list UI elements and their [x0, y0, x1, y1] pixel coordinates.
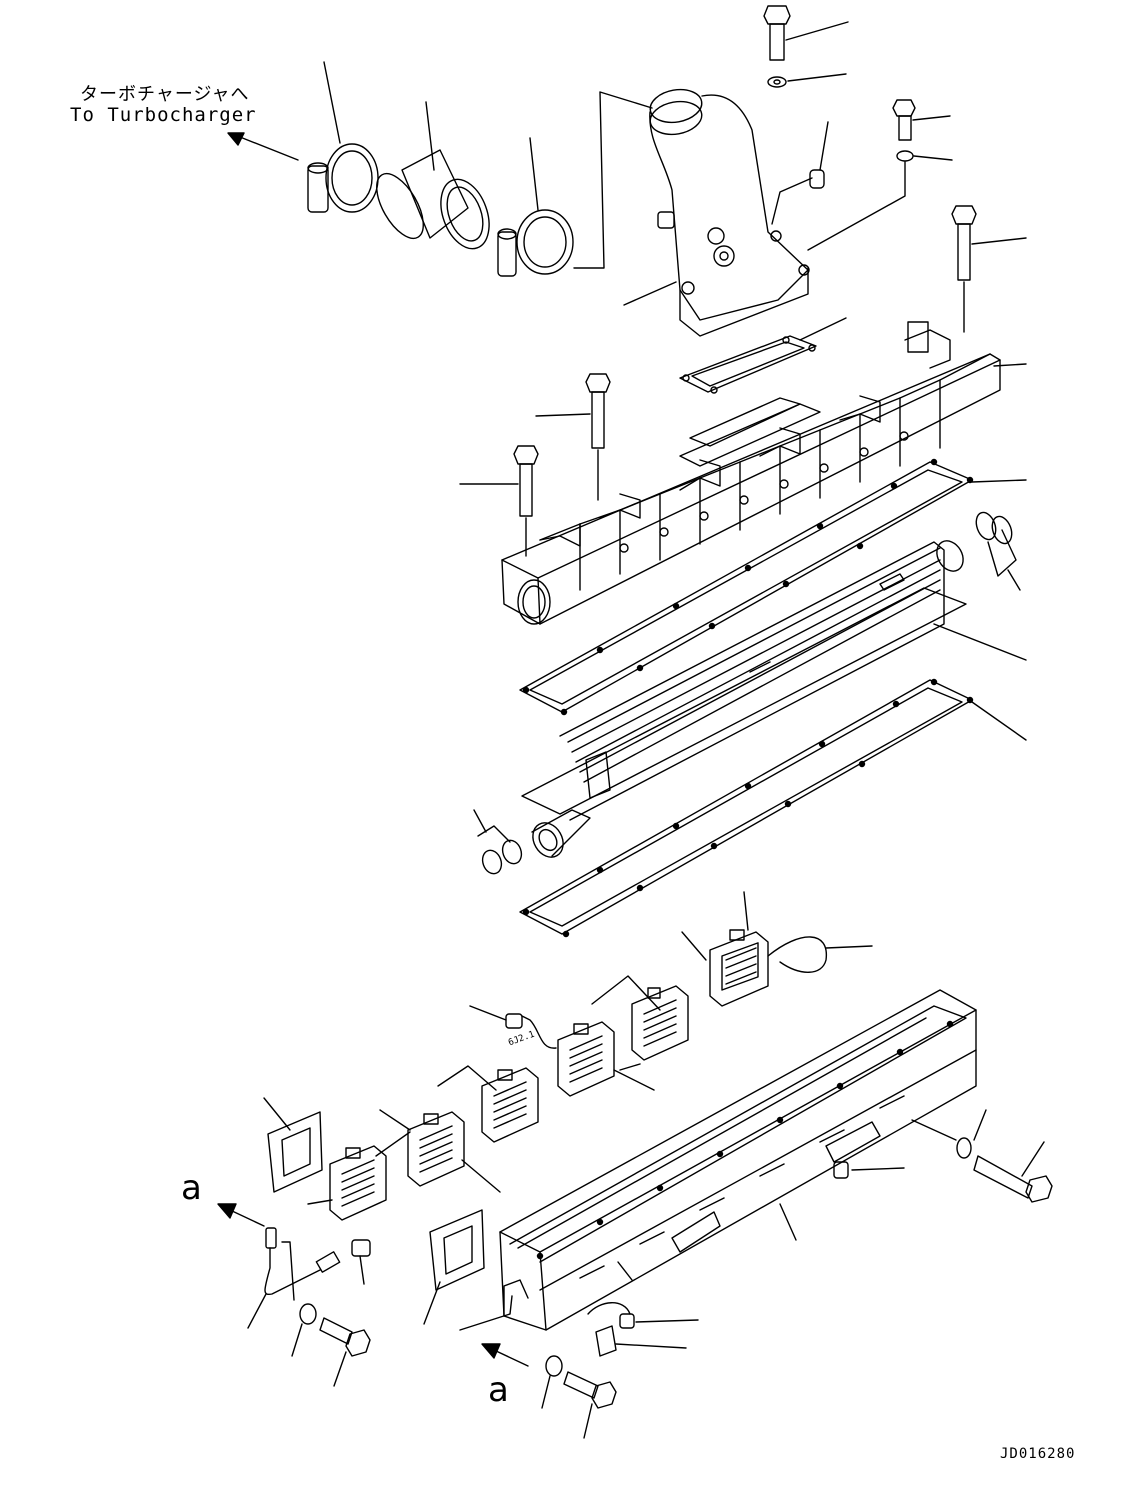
connector-hose — [367, 102, 498, 255]
heater-element-3 — [470, 1006, 654, 1096]
heater-element-6 — [308, 1132, 410, 1220]
turbo-direction-arrow — [228, 133, 298, 160]
hose-clamp-left — [308, 62, 378, 212]
plug-right-lower — [834, 1162, 904, 1178]
intake-elbow-connector — [624, 86, 809, 336]
turbocharger-callout-english: To Turbocharger — [70, 104, 257, 126]
heater-gasket-right — [424, 1210, 484, 1324]
heater-element-2 — [592, 976, 688, 1060]
turbocharger-callout-japanese: ターボチャージャへ — [80, 84, 250, 105]
reference-mark-a-left: a — [181, 1168, 202, 1208]
o-ring-pair-upper — [973, 510, 1020, 590]
heater-element-5 — [380, 1110, 500, 1192]
bolt-bottom — [564, 1372, 616, 1438]
drawing-id: JD016280 — [1000, 1446, 1076, 1462]
plug-top — [772, 122, 828, 224]
washer-bottom — [542, 1356, 562, 1408]
lower-manifold-housing — [500, 990, 976, 1330]
plug-bottom-2 — [596, 1326, 686, 1356]
intake-manifold — [502, 322, 1026, 624]
reference-arrow-a2 — [460, 1296, 528, 1366]
long-bolt-right — [952, 206, 1026, 332]
bolt-top-1 — [764, 6, 848, 60]
bolt-left-lower — [320, 1318, 370, 1386]
heater-gasket-left — [264, 1098, 322, 1192]
sensor-pipe — [248, 1228, 340, 1328]
washer-right-lower — [912, 1110, 986, 1158]
o-ring-pair-lower — [474, 810, 525, 876]
bracket-line-hose — [574, 92, 652, 268]
bolt-right-lower — [974, 1142, 1052, 1202]
aftercooler-core — [522, 536, 1026, 862]
bolt-top-2 — [893, 100, 950, 140]
long-bolt-mid — [536, 374, 610, 500]
washer-top-2 — [808, 151, 952, 250]
manifold-gasket-lower — [520, 680, 1026, 937]
long-bolt-left — [460, 446, 538, 556]
washer-left-lower — [292, 1304, 316, 1356]
heater-element-1 — [682, 892, 872, 1006]
manifold-gasket-upper — [520, 460, 1026, 715]
heater-element-4 — [438, 1066, 538, 1142]
fitting-nut-left — [352, 1240, 370, 1284]
hose-clamp-right — [498, 138, 573, 276]
elbow-gasket — [680, 318, 846, 393]
reference-arrow-a1 — [218, 1204, 264, 1226]
plug-bottom-1 — [620, 1314, 698, 1328]
washer-top-1 — [768, 74, 846, 87]
reference-mark-a-bottom: a — [488, 1370, 509, 1410]
